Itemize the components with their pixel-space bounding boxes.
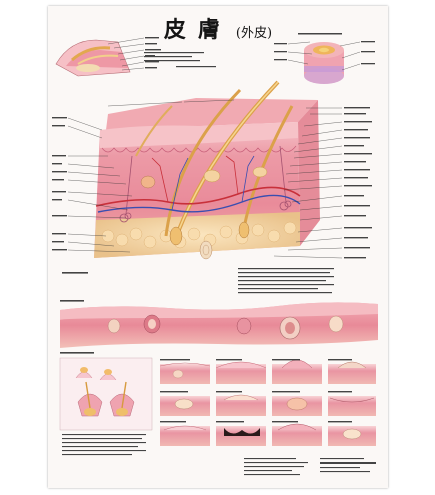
- poster-title: 皮膚(外皮): [48, 12, 388, 44]
- footer-text: [244, 458, 376, 476]
- inset-hair-clusters: [59, 352, 153, 456]
- poster-title-sub: (外皮): [235, 26, 273, 41]
- top-caption-lines: [144, 52, 216, 68]
- main-text-block: [62, 268, 334, 294]
- main-leaders-right: [273, 107, 343, 259]
- main-labels-right: [344, 107, 372, 259]
- lesion-grid: [159, 359, 376, 446]
- poster-illustrations: [52, 33, 378, 476]
- inset-hair-section: [55, 37, 161, 77]
- main-labels-left: [52, 117, 67, 251]
- main-leaders-left: [67, 117, 133, 253]
- main-skin-block: [94, 80, 320, 260]
- poster-sheet: 皮膚(外皮): [48, 6, 388, 488]
- poster-title-main: 皮膚: [163, 17, 232, 43]
- inset-cylinder: [274, 33, 375, 84]
- skin-strip: [59, 300, 378, 348]
